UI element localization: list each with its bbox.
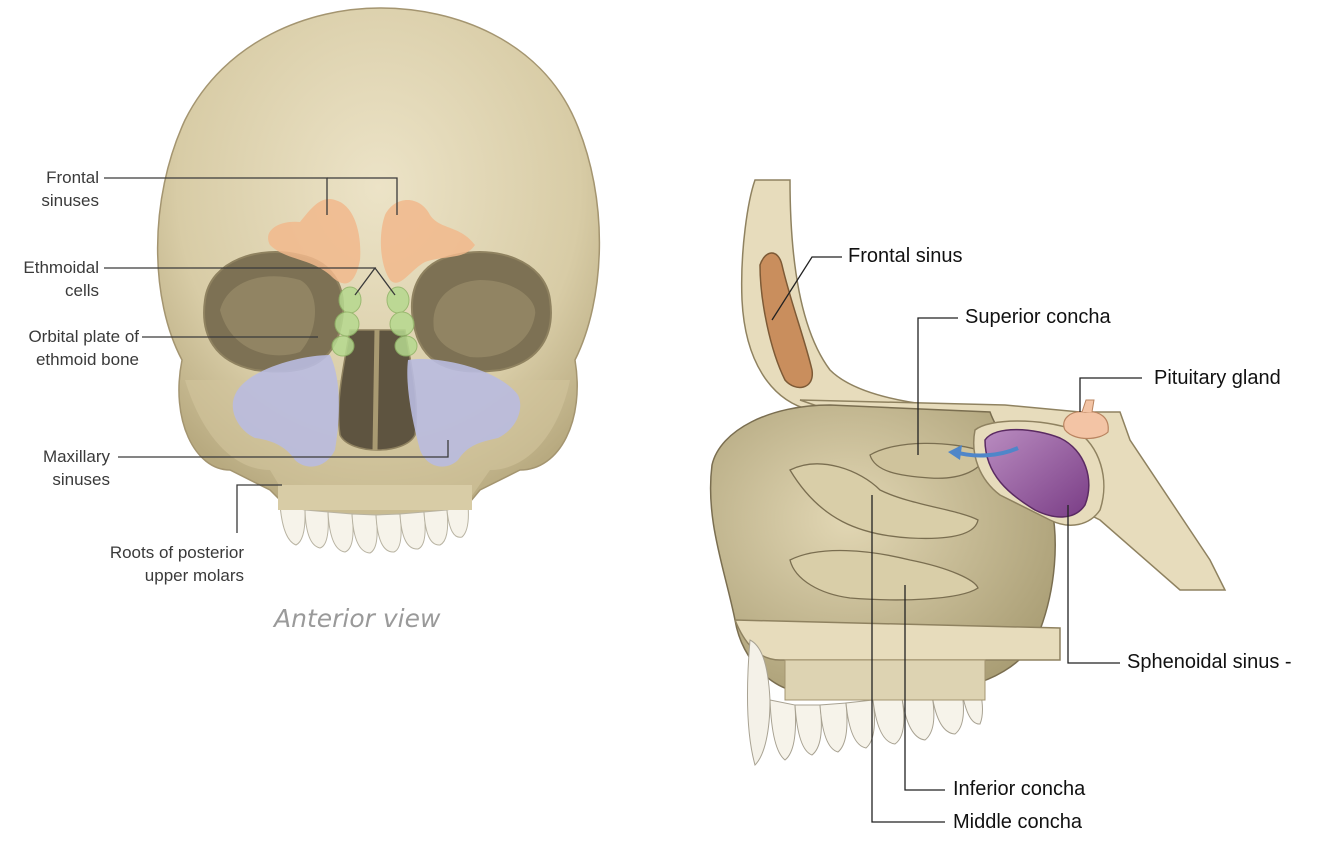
label-inferior-concha: Inferior concha <box>953 777 1085 801</box>
label-frontal-sinus: Frontal sinus <box>848 244 963 268</box>
label-roots-posterior-molars: Roots of posterior upper molars <box>50 541 244 587</box>
pituitary-shape <box>1064 412 1109 439</box>
label-orbital-plate: Orbital plate of ethmoid bone <box>0 325 139 371</box>
label-superior-concha: Superior concha <box>965 305 1111 329</box>
label-frontal-sinuses: Frontal sinuses <box>10 166 99 212</box>
label-middle-concha: Middle concha <box>953 810 1082 834</box>
caption-anterior-view: Anterior view <box>274 604 440 633</box>
label-pituitary-gland: Pituitary gland <box>1154 366 1281 390</box>
label-maxillary-sinuses: Maxillary sinuses <box>10 445 110 491</box>
label-ethmoidal-cells: Ethmoidal cells <box>0 256 99 302</box>
label-sphenoidal-sinus: Sphenoidal sinus - <box>1127 650 1292 674</box>
